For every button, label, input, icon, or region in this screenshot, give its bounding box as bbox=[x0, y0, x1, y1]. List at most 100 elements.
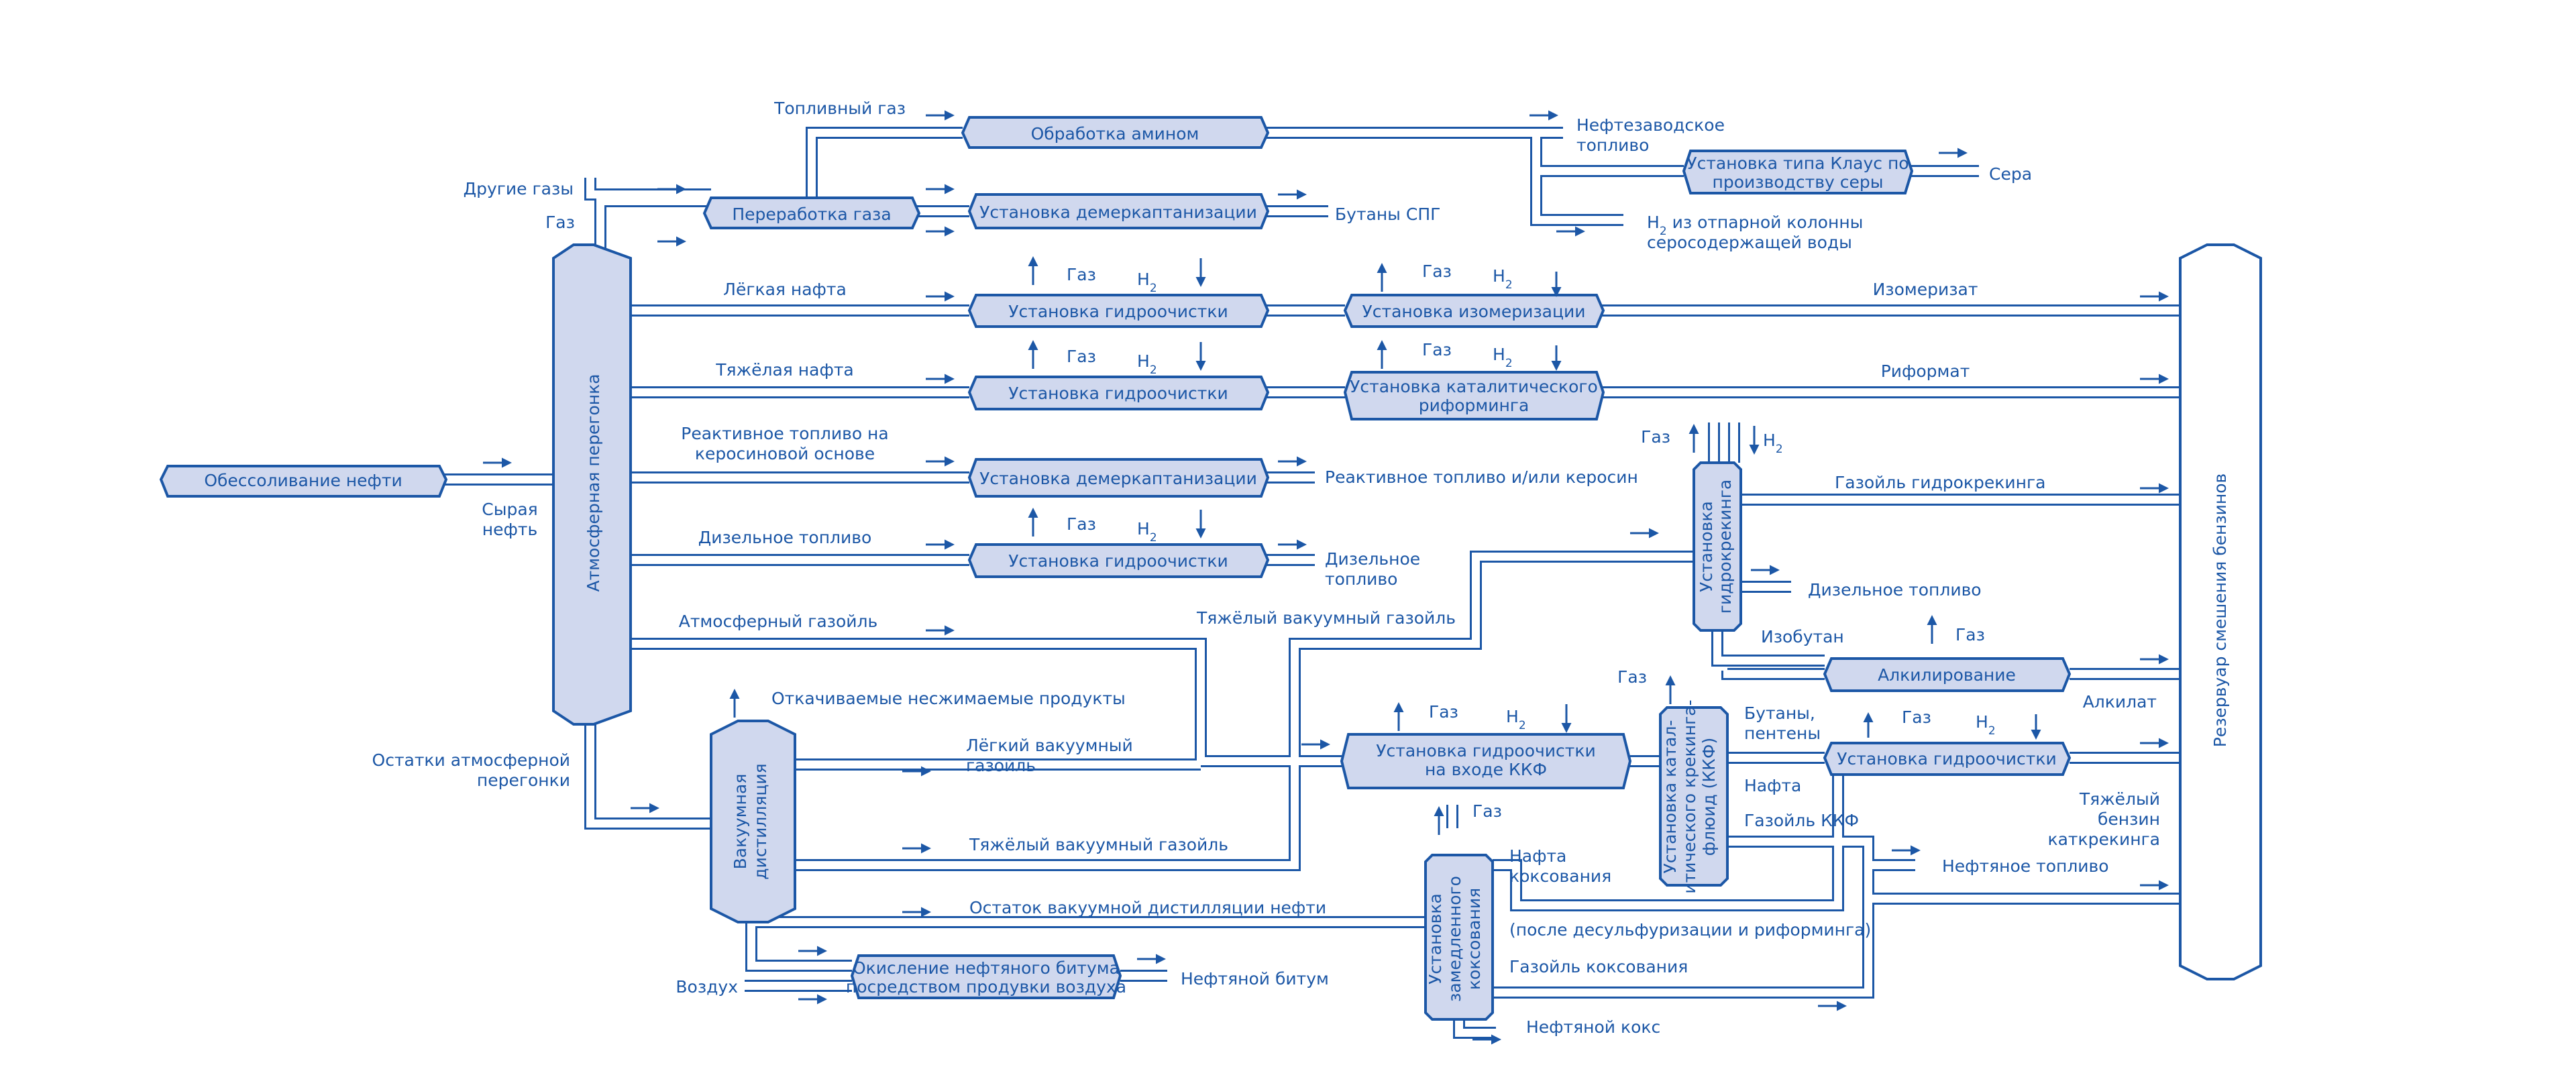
unit-alkyl-label: Алкилирование bbox=[1878, 665, 2016, 685]
pipe-gas-to-amine-core bbox=[808, 129, 963, 211]
label-reformate: Риформат bbox=[1881, 361, 1970, 381]
label-alkylate: Алкилат bbox=[2083, 692, 2157, 712]
unit-bitumen bbox=[850, 954, 1122, 999]
unit-amine-label: Обработка амином bbox=[1031, 124, 1199, 144]
label-h2-6: H2 bbox=[1763, 431, 1783, 456]
pipe-coker-naphtha-core bbox=[1493, 758, 1842, 909]
label-gas-7: Газ bbox=[1955, 625, 1985, 644]
unit-gas-proc-label: Переработка газа bbox=[732, 205, 891, 224]
label-fuel-gas: Топливный газ bbox=[773, 99, 906, 118]
unit-hydro-fcc bbox=[1340, 733, 1632, 789]
unit-claus bbox=[1682, 150, 1914, 194]
label-air: Воздух bbox=[676, 977, 738, 997]
label-h2s-1: H2 из отпарной колонны bbox=[1647, 213, 1863, 238]
unit-demerc-2-label: Установка демеркаптанизации bbox=[979, 469, 1257, 488]
unit-atm-dist bbox=[552, 243, 632, 726]
label-pet-coke: Нефтяной кокс bbox=[1526, 1017, 1660, 1037]
label-heavy-vgo-top: Тяжёлый вакуумный газойль bbox=[1196, 608, 1456, 628]
label-h2-4: H2 bbox=[1493, 266, 1513, 292]
unit-demerc-1-label: Установка демеркаптанизации bbox=[979, 203, 1257, 222]
process-units: Обессоливание нефти Атмосферная перегонк… bbox=[159, 116, 2262, 1021]
label-gas-9: Газ bbox=[1429, 702, 1458, 722]
unit-blend-tank-label: Резервуар смешения бензинов bbox=[2210, 473, 2230, 748]
pipe-fcc-butenes-core bbox=[1723, 670, 1825, 678]
label-gas-5: Газ bbox=[1422, 340, 1452, 359]
pipe-other-gases-core bbox=[586, 178, 711, 199]
label-coker-naphtha-2: коксования bbox=[1509, 866, 1611, 886]
unit-hydro-4-label: Установка гидроочистки bbox=[1837, 749, 2056, 769]
unit-blend-tank bbox=[2179, 243, 2262, 980]
label-asphalt: Нефтяной битум bbox=[1181, 969, 1329, 989]
label-fcc-gasoil: Газойль ККФ bbox=[1744, 811, 1859, 830]
pipe-fcc-heavy-core bbox=[1727, 838, 2180, 903]
label-light-naphtha: Лёгкая нафта bbox=[723, 280, 847, 299]
label-jet-1: Реактивное топливо на bbox=[681, 424, 888, 443]
unit-fcc-label-2: итического крекинга- bbox=[1680, 699, 1699, 893]
unit-hydrocrack-label-1: Установка bbox=[1697, 501, 1716, 592]
unit-hydro-1-label: Установка гидроочистки bbox=[1008, 302, 1228, 321]
unit-hydrocrack bbox=[1693, 461, 1742, 632]
unit-desalting bbox=[159, 465, 448, 498]
pipe-atm-gasoil-core bbox=[631, 640, 1342, 765]
unit-hydro-fcc-label-2: на входе ККФ bbox=[1425, 760, 1547, 779]
pipe-to-bitumen bbox=[745, 922, 852, 972]
unit-demerc-2 bbox=[967, 458, 1270, 498]
stream-labels: Сырая нефть Газ Другие газы Топливный га… bbox=[372, 99, 2160, 1037]
label-gas-1: Газ bbox=[1067, 265, 1096, 284]
unit-hydro-2 bbox=[967, 376, 1270, 410]
unit-reform-label-1: Установка каталитического bbox=[1350, 377, 1598, 396]
label-coker-naphtha-1: Нафта bbox=[1509, 846, 1566, 866]
label-light-vgo-1: Лёгкий вакуумный bbox=[966, 736, 1133, 755]
label-refinery-fuel-2: топливо bbox=[1576, 135, 1649, 155]
unit-demerc-1 bbox=[967, 193, 1270, 229]
label-gas-8: Газ bbox=[1617, 667, 1647, 687]
label-light-vgo-2: газойль bbox=[966, 756, 1036, 775]
label-diesel: Дизельное топливо bbox=[698, 528, 872, 547]
unit-hydro-3-label: Установка гидроочистки bbox=[1008, 551, 1228, 571]
label-h2-9: H2 bbox=[1506, 707, 1526, 732]
unit-hydrocrack-label-2: гидрокрекинга bbox=[1715, 479, 1735, 614]
label-vac-resid: Остаток вакуумной дистилляции нефти bbox=[969, 898, 1326, 917]
label-atm-resid-1: Остатки атмосферной bbox=[372, 750, 570, 770]
label-gas-atm: Газ bbox=[545, 213, 575, 232]
pipe-coker-gasoil-core bbox=[1493, 899, 1872, 997]
unit-bitumen-label-2: посредством продувки воздуха bbox=[846, 977, 1126, 997]
label-isobutane: Изобутан bbox=[1761, 627, 1844, 646]
unit-hydro-4 bbox=[1823, 742, 2072, 776]
pipe-coke-core bbox=[1455, 1019, 1496, 1037]
unit-coker-label-3: коксования bbox=[1464, 888, 1484, 990]
label-atm-gasoil: Атмосферный газойль bbox=[679, 612, 877, 631]
label-h2-10: H2 bbox=[1976, 712, 1996, 738]
label-diesel-prod-2: топливо bbox=[1325, 569, 1397, 589]
unit-desalting-label: Обессоливание нефти bbox=[204, 471, 402, 490]
unit-alkyl bbox=[1823, 657, 2072, 692]
unit-atm-dist-label: Атмосферная перегонка bbox=[584, 374, 603, 591]
label-refinery-fuel-1: Нефтезаводское bbox=[1576, 115, 1725, 135]
unit-hydro-3 bbox=[967, 543, 1270, 578]
unit-vac-label-1: Вакуумная bbox=[731, 774, 750, 870]
label-gas-6: Газ bbox=[1641, 427, 1670, 447]
unit-vac-label-2: дистилляция bbox=[751, 763, 770, 879]
unit-coker-label-1: Установка bbox=[1426, 893, 1445, 984]
unit-claus-label-2: производству серы bbox=[1713, 172, 1884, 192]
pipe-to-bitumen-core bbox=[747, 922, 852, 970]
label-jet-2: керосиновой основе bbox=[695, 444, 875, 463]
pipe-heavy-vgo bbox=[795, 551, 1694, 871]
pipe-heavy-vgo-core bbox=[795, 553, 1694, 869]
label-heavy-fcc-2: бензин bbox=[2098, 809, 2160, 829]
label-butenes-2: пентены bbox=[1744, 724, 1821, 743]
label-coker-gasoil: Газойль коксования bbox=[1509, 957, 1688, 976]
unit-fcc bbox=[1659, 706, 1729, 887]
unit-reform bbox=[1343, 371, 1605, 420]
label-hc-diesel: Дизельное топливо bbox=[1808, 580, 1982, 600]
unit-hydro-1 bbox=[967, 294, 1270, 328]
label-gas-10: Газ bbox=[1902, 708, 1931, 727]
label-h2-3: H2 bbox=[1137, 519, 1157, 545]
label-hc-gasoil: Газойль гидрокрекинга bbox=[1835, 473, 2045, 492]
unit-fcc-label-3: флюид (ККФ) bbox=[1699, 738, 1719, 856]
label-jet-prod: Реактивное топливо и/или керосин bbox=[1325, 467, 1638, 487]
label-heavy-fcc-1: Тяжёлый bbox=[2079, 789, 2160, 809]
label-sulfur: Сера bbox=[1989, 164, 2032, 184]
unit-hydro-fcc-label-1: Установка гидроочистки bbox=[1376, 741, 1595, 760]
